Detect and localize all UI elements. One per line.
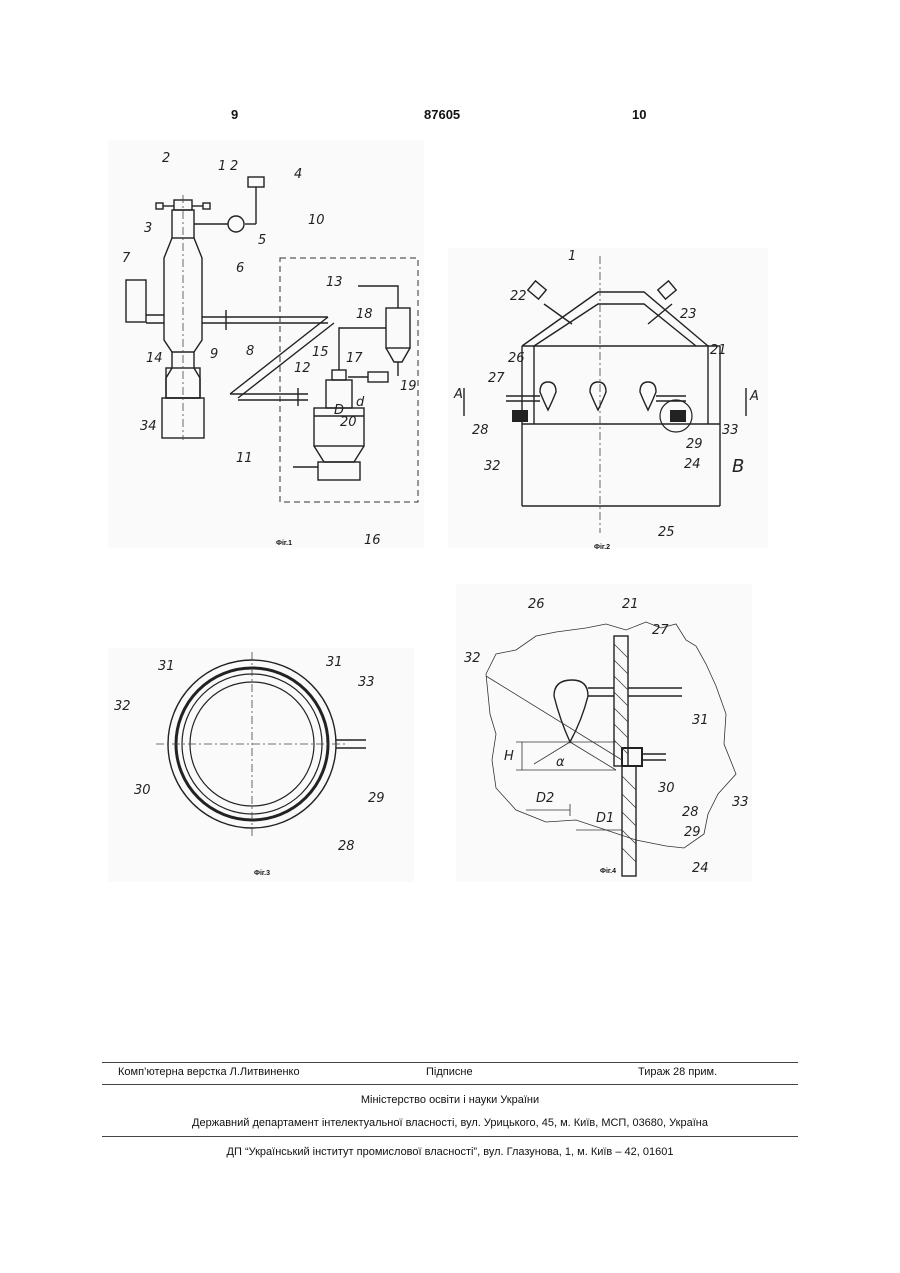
svg-text:26: 26: [508, 351, 525, 366]
svg-text:29: 29: [368, 791, 385, 806]
figure-2-caption: Фіг.2: [594, 544, 610, 551]
svg-text:34: 34: [140, 419, 157, 434]
footer-typesetting: Комп’ютерна верстка Л.Литвиненко: [118, 1066, 300, 1078]
svg-text:33: 33: [358, 675, 375, 690]
figure-4-drawing: 26 21 27 32 31H α 30 28 33 D2D1 29 24 Фіг.4: [456, 584, 752, 882]
svg-text:28: 28: [682, 805, 699, 820]
svg-text:29: 29: [686, 437, 703, 452]
svg-text:30: 30: [658, 781, 675, 796]
svg-text:32: 32: [484, 459, 501, 474]
svg-text:D: D: [334, 403, 344, 418]
svg-text:4: 4: [294, 167, 302, 182]
svg-text:13: 13: [326, 275, 343, 290]
figure-4-caption: Фіг.4: [600, 868, 616, 875]
svg-text:D1: D1: [596, 811, 614, 826]
svg-text:5: 5: [258, 233, 266, 248]
figure-2-drawing: 1 22 23 21 2627 A A 28 32 24 29 33B 25 Фіг.2: [448, 248, 768, 548]
svg-text:3: 3: [144, 221, 152, 236]
svg-text:d: d: [356, 395, 365, 410]
footer-subscription: Підписне: [426, 1066, 473, 1078]
svg-text:25: 25: [658, 525, 675, 540]
svg-text:27: 27: [652, 623, 669, 638]
svg-text:7: 7: [122, 251, 131, 266]
svg-text:2: 2: [162, 151, 170, 166]
svg-text:21: 21: [622, 597, 639, 612]
svg-text:α: α: [556, 755, 565, 770]
svg-text:D2: D2: [536, 791, 554, 806]
svg-text:1: 1: [568, 249, 576, 264]
page-number-left: 9: [231, 107, 238, 122]
svg-text:12: 12: [294, 361, 311, 376]
svg-text:28: 28: [472, 423, 489, 438]
svg-text:31: 31: [326, 655, 343, 670]
svg-text:6: 6: [236, 261, 244, 276]
figure-3-caption: Фіг.3: [254, 870, 270, 877]
svg-text:21: 21: [710, 343, 727, 358]
svg-text:30: 30: [134, 783, 151, 798]
svg-text:H: H: [504, 749, 514, 764]
footer-ministry: Міністерство освіти і науки України: [102, 1094, 798, 1106]
patent-number: 87605: [424, 107, 460, 122]
figure-3-drawing: 31 31 33 32 30 29 28 Фіг.3: [108, 648, 414, 882]
svg-text:17: 17: [346, 351, 363, 366]
svg-text:9: 9: [210, 347, 218, 362]
svg-text:32: 32: [114, 699, 131, 714]
footer-rule-top: [102, 1062, 798, 1063]
svg-text:28: 28: [338, 839, 355, 854]
footer-department: Державний департамент інтелектуальної вл…: [102, 1117, 798, 1129]
svg-text:A: A: [453, 387, 463, 402]
footer-rule-middle: [102, 1084, 798, 1085]
svg-text:24: 24: [692, 861, 709, 876]
svg-text:11: 11: [236, 451, 253, 466]
page-number-right: 10: [632, 107, 646, 122]
svg-text:10: 10: [308, 213, 325, 228]
svg-text:2: 2: [230, 159, 238, 174]
svg-text:26: 26: [528, 597, 545, 612]
svg-text:23: 23: [680, 307, 697, 322]
figure-1-caption: Фіг.1: [276, 540, 292, 547]
svg-text:8: 8: [246, 344, 254, 359]
svg-text:22: 22: [510, 289, 527, 304]
svg-text:31: 31: [692, 713, 709, 728]
svg-text:19: 19: [400, 379, 417, 394]
svg-text:16: 16: [364, 533, 381, 548]
svg-text:24: 24: [684, 457, 701, 472]
svg-text:27: 27: [488, 371, 505, 386]
svg-text:1: 1: [218, 159, 226, 174]
svg-text:33: 33: [722, 423, 739, 438]
svg-text:15: 15: [312, 345, 329, 360]
svg-text:A: A: [749, 389, 759, 404]
svg-text:31: 31: [158, 659, 175, 674]
svg-text:32: 32: [464, 651, 481, 666]
figure-1-drawing: 212 435 678 91011 121314 151617 181920 3…: [108, 140, 424, 548]
svg-text:14: 14: [146, 351, 163, 366]
svg-text:B: B: [732, 456, 744, 477]
svg-text:33: 33: [732, 795, 749, 810]
footer-rule-bottom: [102, 1136, 798, 1137]
footer-institute: ДП “Український інститут промислової вла…: [102, 1146, 798, 1158]
svg-text:29: 29: [684, 825, 701, 840]
footer-circulation: Тираж 28 прим.: [638, 1066, 717, 1078]
svg-text:18: 18: [356, 307, 373, 322]
